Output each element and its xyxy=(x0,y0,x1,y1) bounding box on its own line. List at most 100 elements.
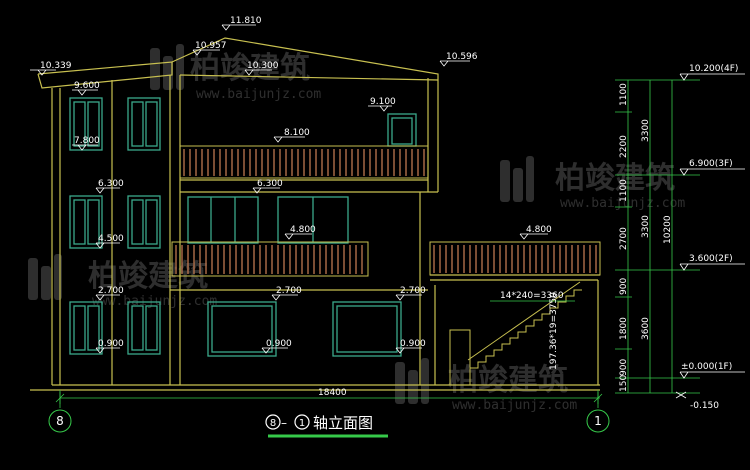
watermark-middle-right: 柏竣建筑 www.baijunjz.com xyxy=(500,156,685,211)
level-markers xyxy=(675,73,745,399)
elevation-label: 10.957 xyxy=(195,41,227,51)
dim-label: 3300 xyxy=(641,215,651,238)
elevation-marker xyxy=(368,105,392,112)
elevation-label: 7.800 xyxy=(74,136,100,146)
elevation-label: 9.100 xyxy=(370,97,396,107)
brand-logo-icon xyxy=(150,44,184,90)
elevation-labels: 10.339 11.810 10.957 10.300 10.596 9.100… xyxy=(40,16,552,349)
title-axis-from: 8 xyxy=(270,418,276,429)
elevation-marker xyxy=(221,24,256,31)
dim-label: 900 xyxy=(619,278,629,295)
window xyxy=(277,196,349,244)
level-label: 10.200(4F) xyxy=(689,64,738,74)
elevation-marker xyxy=(519,233,548,240)
axis-bubble-right: 1 xyxy=(586,390,610,433)
railing-3f xyxy=(179,145,429,179)
window xyxy=(127,195,161,249)
watermark-middle-left: 柏竣建筑 www.baijunjz.com xyxy=(28,254,217,309)
dim-label: 1800 xyxy=(619,317,629,340)
elevation-marker xyxy=(395,294,422,301)
dim-label: 3300 xyxy=(641,119,651,142)
elevation-marker xyxy=(95,242,120,249)
elevation-marker xyxy=(395,347,422,354)
elevation-label: 6.300 xyxy=(257,179,283,189)
watermark-brand: 柏竣建筑 xyxy=(555,161,675,196)
railing-annex xyxy=(429,241,601,276)
brand-logo-icon xyxy=(28,254,62,300)
staircase xyxy=(449,281,582,386)
level-label: 3.600(2F) xyxy=(689,254,733,264)
title-dash: – xyxy=(281,416,287,430)
elevation-label: 0.900 xyxy=(98,339,124,349)
railing-bars xyxy=(175,245,363,274)
window xyxy=(207,301,277,357)
dim-label: 1100 xyxy=(619,83,629,106)
axis-label: 1 xyxy=(594,414,602,428)
elevation-label: 4.800 xyxy=(526,225,552,235)
overall-width-label: 18400 xyxy=(318,388,347,398)
stair-profile xyxy=(470,289,582,369)
elevation-marker xyxy=(273,136,305,143)
elevation-label: 2.700 xyxy=(400,286,426,296)
elevation-markers xyxy=(30,24,548,354)
window xyxy=(332,301,402,357)
elevation-label: 10.339 xyxy=(40,61,72,71)
watermark-url: www.baijunjz.com xyxy=(452,398,577,413)
railing-bars xyxy=(183,149,425,176)
elevation-marker xyxy=(95,294,120,301)
dim-label: 2700 xyxy=(619,227,629,250)
elevation-label: 0.900 xyxy=(400,339,426,349)
dim-label: 150 xyxy=(619,375,629,392)
title-text: 轴立面图 xyxy=(313,414,373,432)
brand-logo-icon xyxy=(500,156,534,202)
level-label: -0.150 xyxy=(690,401,719,411)
elevation-label: 0.900 xyxy=(266,339,292,349)
watermark-bottom: 柏竣建筑 www.baijunjz.com xyxy=(395,358,577,413)
elevation-label: 10.300 xyxy=(247,61,279,71)
window xyxy=(69,195,103,249)
elevation-marker xyxy=(271,294,298,301)
stair-landing xyxy=(449,329,471,386)
elevation-marker xyxy=(30,69,56,76)
railing-2f xyxy=(171,241,369,277)
watermark-brand: 柏竣建筑 xyxy=(190,51,310,86)
elevation-label: 4.800 xyxy=(290,225,316,235)
watermark-url: www.baijunjz.com xyxy=(560,196,685,211)
roof-eave xyxy=(179,74,439,81)
dim-label: 3600 xyxy=(641,317,651,340)
windows xyxy=(69,97,417,357)
left-roof xyxy=(37,61,173,89)
elevation-marker xyxy=(72,89,98,96)
window xyxy=(187,196,259,244)
vertical-dimensions xyxy=(615,79,700,394)
watermark-top: 柏竣建筑 www.baijunjz.com xyxy=(150,44,321,102)
elevation-label: 4.500 xyxy=(98,234,124,244)
elevation-marker xyxy=(72,144,98,151)
window xyxy=(127,97,161,151)
dim-label: 900 xyxy=(619,359,629,376)
stair-handrail xyxy=(467,281,581,361)
window xyxy=(69,97,103,151)
elevation-marker xyxy=(95,187,120,194)
elevation-marker xyxy=(261,347,288,354)
window xyxy=(69,301,103,355)
stair-horizontal-label: 14*240=3360 xyxy=(500,291,564,301)
elevation-label: 10.596 xyxy=(446,52,478,62)
elevation-marker xyxy=(244,69,272,76)
building-outline xyxy=(30,37,600,391)
elevation-marker xyxy=(439,60,470,67)
level-label: 6.900(3F) xyxy=(689,159,733,169)
brand-logo-icon xyxy=(395,358,429,404)
title-axis-to: 1 xyxy=(299,418,305,429)
elevation-marker xyxy=(192,49,220,56)
elevation-marker xyxy=(284,233,312,240)
railings xyxy=(171,145,601,277)
elevation-label: 2.700 xyxy=(276,286,302,296)
elevation-label: 9.600 xyxy=(74,81,100,91)
elevation-label: 11.810 xyxy=(230,16,262,26)
elevation-label: 8.100 xyxy=(284,128,310,138)
elevation-marker xyxy=(95,347,120,354)
level-label: ±0.000(1F) xyxy=(681,362,732,372)
axis-bubble-left: 8 xyxy=(48,390,72,433)
